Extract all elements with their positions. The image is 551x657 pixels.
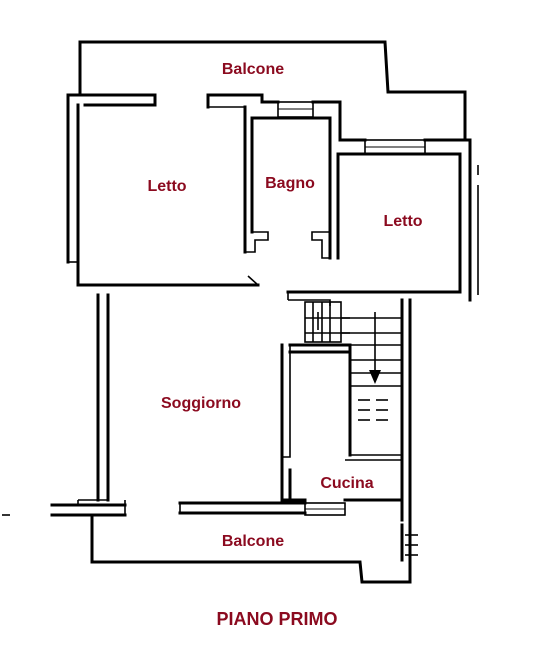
room-label-soggiorno: Soggiorno bbox=[161, 395, 241, 412]
room-label-balcone-bottom: Balcone bbox=[222, 533, 284, 550]
balcony-top-outline bbox=[78, 40, 467, 142]
kitchen-walls bbox=[280, 343, 404, 516]
room-label-cucina: Cucina bbox=[320, 475, 373, 492]
room-label-letto-right: Letto bbox=[383, 213, 422, 230]
living-room-walls bbox=[2, 293, 307, 517]
bedroom-right-walls bbox=[286, 138, 479, 306]
bedroom-left-walls bbox=[66, 93, 260, 287]
arrow-down-icon bbox=[317, 312, 381, 384]
stairs-icon bbox=[304, 298, 412, 582]
room-label-balcone-top: Balcone bbox=[222, 61, 284, 78]
room-label-letto-left: Letto bbox=[147, 178, 186, 195]
balcony-bottom-outline bbox=[90, 513, 418, 584]
room-label-bagno: Bagno bbox=[265, 175, 315, 192]
plan-title: PIANO PRIMO bbox=[216, 609, 337, 629]
bathroom-walls bbox=[206, 93, 367, 260]
